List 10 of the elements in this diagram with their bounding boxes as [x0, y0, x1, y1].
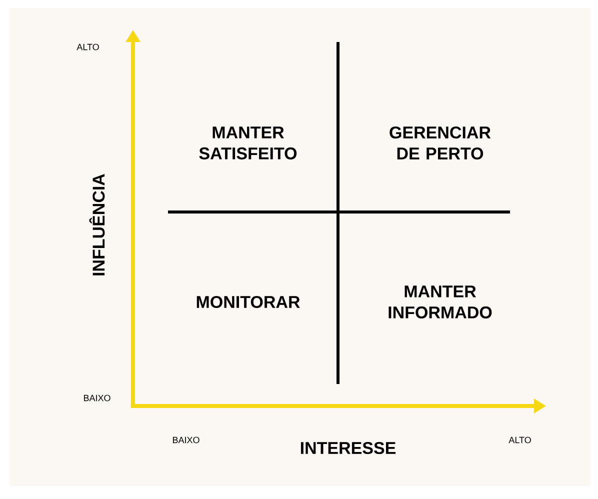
quadrant-label: GERENCIAR DE PERTO	[390, 126, 491, 160]
axis-tick-label: ALTO	[508, 436, 531, 444]
quadrant-label: MANTER SATISFEITO	[199, 126, 297, 160]
axis-tick-label: BAIXO	[172, 436, 200, 444]
quadrant-label: MANTER INFORMADO	[388, 286, 492, 318]
axis-title: INFLUÊNCIA	[89, 174, 105, 276]
quadrant-label: MONITORAR	[196, 296, 300, 308]
axis-tick-label: ALTO	[76, 44, 99, 50]
axis-title: INTERESSE	[300, 442, 396, 454]
axis-tick-label: BAIXO	[84, 394, 110, 402]
